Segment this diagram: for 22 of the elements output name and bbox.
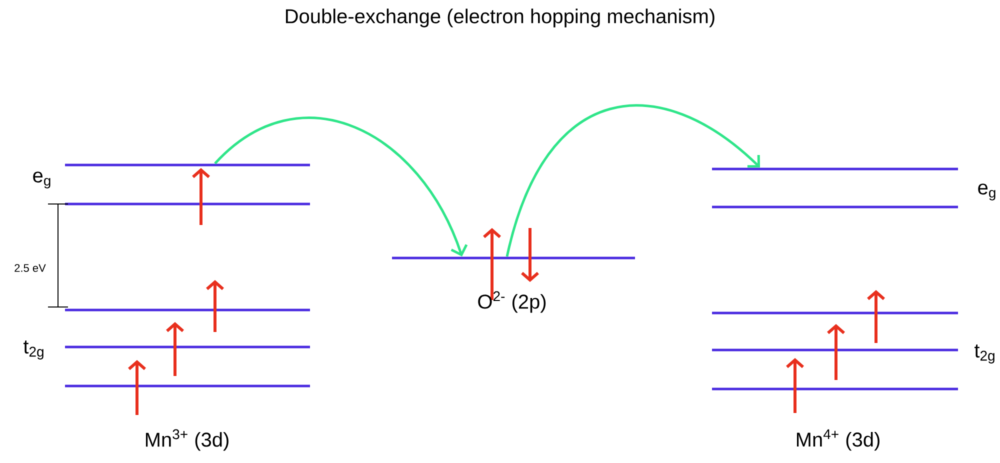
energy-level-line	[712, 206, 958, 208]
arrow	[214, 116, 468, 256]
energy-level-line	[712, 312, 958, 314]
level-label: t$_{2g}$	[974, 344, 994, 364]
energy-level-line	[712, 348, 958, 352]
level-label: e$_{g}$	[978, 184, 996, 200]
dimension-label: 2.5 eV	[14, 264, 46, 272]
level-label: t$_{2g}$	[23, 340, 44, 360]
title: Double-exchange (electron hopping mechanism)	[286, 8, 714, 28]
energy-level-line	[392, 256, 635, 260]
level-label: O$^{2-}$ (2p)	[478, 291, 546, 313]
level-label: Mn$^{4+}$ (3d)	[796, 429, 880, 451]
energy-level-line	[65, 308, 310, 312]
arrow	[506, 104, 760, 257]
energy-level-line	[712, 168, 958, 170]
energy-level-line	[65, 346, 310, 348]
energy-level-line	[65, 164, 310, 166]
energy-level-line	[65, 384, 310, 388]
energy-level-line	[65, 202, 310, 206]
level-label: e$_{g}$	[33, 172, 50, 188]
energy-level-line	[712, 388, 958, 390]
level-label: Mn$^{3+}$ (3d)	[146, 429, 228, 451]
